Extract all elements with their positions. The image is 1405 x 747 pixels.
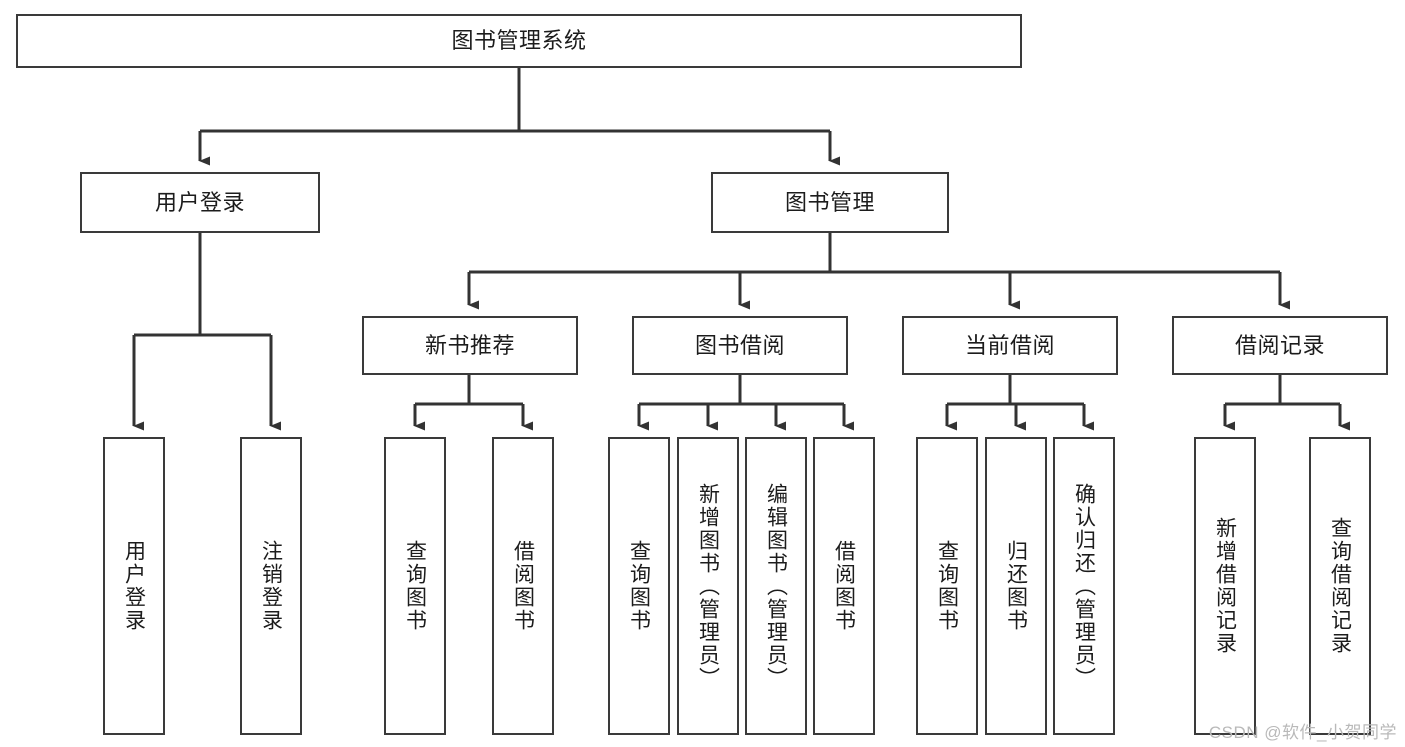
node-leaf-query-record-label: 查询借阅记录 — [1328, 517, 1352, 655]
node-current-borrow[interactable]: 当前借阅 — [902, 316, 1118, 375]
node-book-manage[interactable]: 图书管理 — [711, 172, 949, 233]
node-leaf-query-book-3[interactable]: 查询图书 — [916, 437, 978, 735]
node-root-label: 图书管理系统 — [451, 28, 587, 54]
node-leaf-return-book-label: 归还图书 — [1004, 540, 1028, 632]
watermark-text: CSDN @软件_小贺同学 — [1208, 723, 1397, 742]
node-leaf-borrow-book-2[interactable]: 借阅图书 — [813, 437, 875, 735]
node-leaf-query-book-2[interactable]: 查询图书 — [608, 437, 670, 735]
node-leaf-query-book-1-label: 查询图书 — [403, 540, 427, 632]
node-leaf-add-record[interactable]: 新增借阅记录 — [1194, 437, 1256, 735]
node-leaf-user-login-label: 用户登录 — [122, 540, 146, 632]
node-leaf-logout[interactable]: 注销登录 — [240, 437, 302, 735]
node-leaf-query-book-2-label: 查询图书 — [627, 540, 651, 632]
node-book-borrow[interactable]: 图书借阅 — [632, 316, 848, 375]
node-leaf-borrow-book-1[interactable]: 借阅图书 — [492, 437, 554, 735]
node-leaf-confirm-return[interactable]: 确认归还（管理员） — [1053, 437, 1115, 735]
node-book-borrow-label: 图书借阅 — [694, 332, 785, 358]
node-leaf-borrow-book-2-label: 借阅图书 — [832, 540, 856, 632]
node-book-manage-label: 图书管理 — [784, 189, 875, 215]
node-user-login[interactable]: 用户登录 — [80, 172, 320, 233]
node-leaf-return-book[interactable]: 归还图书 — [985, 437, 1047, 735]
node-leaf-add-book[interactable]: 新增图书（管理员） — [677, 437, 739, 735]
node-current-borrow-label: 当前借阅 — [964, 332, 1055, 358]
node-user-login-label: 用户登录 — [154, 189, 245, 215]
node-leaf-borrow-book-1-label: 借阅图书 — [511, 540, 535, 632]
node-borrow-record[interactable]: 借阅记录 — [1172, 316, 1388, 375]
node-leaf-query-record[interactable]: 查询借阅记录 — [1309, 437, 1371, 735]
node-leaf-confirm-return-label: 确认归还（管理员） — [1072, 482, 1096, 690]
node-new-book-rec[interactable]: 新书推荐 — [362, 316, 578, 375]
node-leaf-user-login[interactable]: 用户登录 — [103, 437, 165, 735]
node-leaf-logout-label: 注销登录 — [259, 540, 283, 632]
node-leaf-add-record-label: 新增借阅记录 — [1213, 517, 1237, 655]
node-leaf-edit-book-label: 编辑图书（管理员） — [764, 482, 788, 690]
node-leaf-edit-book[interactable]: 编辑图书（管理员） — [745, 437, 807, 735]
node-borrow-record-label: 借阅记录 — [1234, 332, 1325, 358]
node-leaf-query-book-3-label: 查询图书 — [935, 540, 959, 632]
node-root[interactable]: 图书管理系统 — [16, 14, 1022, 68]
node-leaf-query-book-1[interactable]: 查询图书 — [384, 437, 446, 735]
node-leaf-add-book-label: 新增图书（管理员） — [696, 482, 720, 690]
node-new-book-rec-label: 新书推荐 — [424, 332, 515, 358]
